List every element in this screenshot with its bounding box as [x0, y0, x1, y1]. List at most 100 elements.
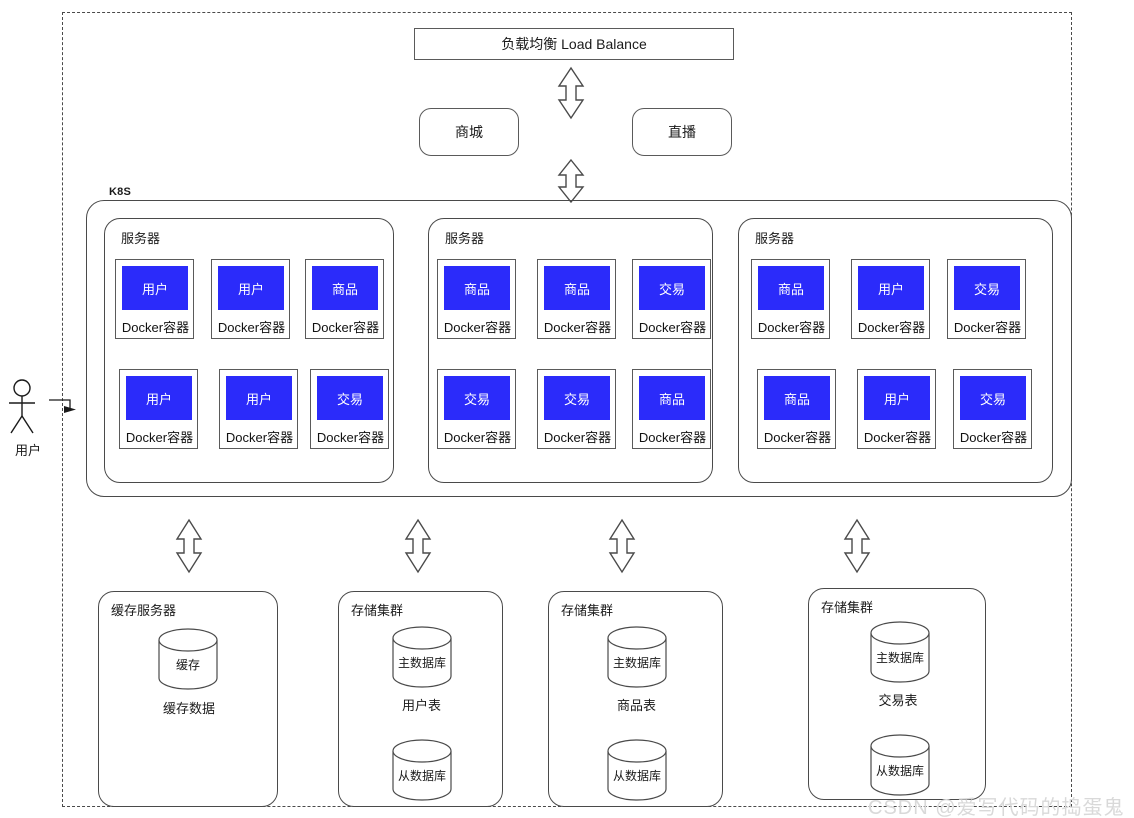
docker-caption: Docker容器 [443, 429, 512, 445]
docker-container[interactable]: 商品 Docker容器 [751, 259, 830, 339]
cylinder-label: 从数据库 [612, 769, 661, 783]
storage-cluster-trade-caption: 交易表 [878, 693, 918, 708]
replica-db-cylinder[interactable]: 从数据库 [869, 734, 931, 796]
docker-caption: Docker容器 [959, 429, 1028, 445]
docker-caption: Docker容器 [763, 429, 832, 445]
cache-server-label: 缓存服务器 [111, 603, 177, 618]
replica-db-cylinder[interactable]: 从数据库 [606, 739, 668, 801]
docker-container[interactable]: 商品 Docker容器 [757, 369, 836, 449]
entry-app-live[interactable]: 直播 [632, 108, 732, 156]
primary-db-cylinder[interactable]: 主数据库 [391, 626, 453, 688]
storage-cluster-product: 存储集群 主数据库 商品表 从数据库 [548, 591, 723, 807]
docker-caption: Docker容器 [543, 429, 612, 445]
actor-user-label: 用户 [14, 443, 41, 458]
service-chip: 交易 [444, 376, 510, 420]
storage-cluster-product-caption: 商品表 [616, 698, 656, 713]
cylinder-label: 主数据库 [612, 656, 661, 670]
storage-cluster-user: 存储集群 主数据库 用户表 从数据库 [338, 591, 503, 807]
docker-container[interactable]: 用户 Docker容器 [115, 259, 194, 339]
service-chip: 交易 [960, 376, 1026, 420]
docker-container[interactable]: 商品 Docker容器 [632, 369, 711, 449]
cylinder-label: 从数据库 [397, 769, 446, 783]
docker-caption: Docker容器 [225, 429, 294, 445]
storage-cluster-user-caption: 用户表 [401, 698, 441, 713]
docker-caption: Docker容器 [857, 319, 926, 335]
storage-cluster-trade-label: 存储集群 [821, 600, 874, 615]
cylinder-label: 缓存 [175, 658, 200, 672]
arrow-k8s-to-product-store [607, 518, 637, 574]
load-balancer-box[interactable]: 负载均衡 Load Balance [414, 28, 734, 60]
server-group-1: 服务器 用户 Docker容器 用户 Docker容器 商品 Docker容器 … [104, 218, 394, 483]
primary-db-cylinder[interactable]: 主数据库 [869, 621, 931, 683]
load-balancer-label: 负载均衡 Load Balance [501, 36, 647, 52]
docker-container[interactable]: 商品 Docker容器 [437, 259, 516, 339]
primary-db-cylinder[interactable]: 主数据库 [606, 626, 668, 688]
docker-caption: Docker容器 [638, 429, 707, 445]
docker-caption: Docker容器 [125, 429, 194, 445]
arrow-lb-to-entry [556, 66, 586, 120]
cylinder-label: 主数据库 [875, 651, 924, 665]
docker-container[interactable]: 用户 Docker容器 [219, 369, 298, 449]
docker-caption: Docker容器 [638, 319, 707, 335]
replica-db-cylinder[interactable]: 从数据库 [391, 739, 453, 801]
arrow-k8s-to-trade-store [842, 518, 872, 574]
docker-container[interactable]: 交易 Docker容器 [632, 259, 711, 339]
arrow-k8s-to-cache [174, 518, 204, 574]
docker-container[interactable]: 交易 Docker容器 [437, 369, 516, 449]
server-group-2: 服务器 商品 Docker容器 商品 Docker容器 交易 Docker容器 … [428, 218, 713, 483]
arrow-user-to-system [48, 396, 80, 423]
docker-caption: Docker容器 [121, 319, 190, 335]
service-chip: 用户 [122, 266, 188, 310]
docker-container[interactable]: 交易 Docker容器 [947, 259, 1026, 339]
service-chip: 商品 [312, 266, 378, 310]
server-group-3-label: 服务器 [755, 231, 795, 246]
cylinder-label: 主数据库 [397, 656, 446, 670]
service-chip: 交易 [317, 376, 383, 420]
docker-caption: Docker容器 [863, 429, 932, 445]
actor-user-icon [6, 378, 52, 441]
docker-container[interactable]: 交易 Docker容器 [310, 369, 389, 449]
service-chip: 用户 [126, 376, 192, 420]
docker-container[interactable]: 用户 Docker容器 [119, 369, 198, 449]
arrow-entry-to-k8s [556, 158, 586, 204]
docker-container[interactable]: 用户 Docker容器 [211, 259, 290, 339]
docker-caption: Docker容器 [953, 319, 1022, 335]
cache-server-cluster: 缓存服务器 缓存 缓存数据 [98, 591, 278, 807]
service-chip: 交易 [544, 376, 610, 420]
cache-caption: 缓存数据 [162, 701, 215, 716]
server-group-2-label: 服务器 [445, 231, 485, 246]
docker-caption: Docker容器 [757, 319, 826, 335]
k8s-cluster-shell [86, 200, 1072, 497]
entry-app-mall-label: 商城 [455, 124, 483, 140]
server-group-3: 服务器 商品 Docker容器 用户 Docker容器 交易 Docker容器 … [738, 218, 1053, 483]
service-chip: 用户 [226, 376, 292, 420]
entry-app-live-label: 直播 [668, 124, 696, 140]
k8s-cluster-label: K8S [106, 186, 134, 198]
docker-container[interactable]: 交易 Docker容器 [537, 369, 616, 449]
cache-cylinder[interactable]: 缓存 [157, 628, 219, 690]
entry-app-mall[interactable]: 商城 [419, 108, 519, 156]
docker-container[interactable]: 商品 Docker容器 [537, 259, 616, 339]
service-chip: 用户 [864, 376, 930, 420]
service-chip: 商品 [764, 376, 830, 420]
service-chip: 商品 [758, 266, 824, 310]
service-chip: 商品 [544, 266, 610, 310]
docker-caption: Docker容器 [311, 319, 380, 335]
service-chip: 用户 [218, 266, 284, 310]
service-chip: 用户 [858, 266, 924, 310]
docker-caption: Docker容器 [316, 429, 385, 445]
docker-caption: Docker容器 [217, 319, 286, 335]
service-chip: 交易 [954, 266, 1020, 310]
arrow-k8s-to-user-store [403, 518, 433, 574]
docker-container[interactable]: 商品 Docker容器 [305, 259, 384, 339]
docker-container[interactable]: 用户 Docker容器 [857, 369, 936, 449]
storage-cluster-user-label: 存储集群 [351, 603, 404, 618]
cylinder-label: 从数据库 [875, 764, 924, 778]
docker-container[interactable]: 用户 Docker容器 [851, 259, 930, 339]
docker-caption: Docker容器 [443, 319, 512, 335]
server-group-1-label: 服务器 [121, 231, 161, 246]
storage-cluster-product-label: 存储集群 [561, 603, 614, 618]
storage-cluster-trade: 存储集群 主数据库 交易表 从数据库 [808, 588, 986, 800]
docker-container[interactable]: 交易 Docker容器 [953, 369, 1032, 449]
